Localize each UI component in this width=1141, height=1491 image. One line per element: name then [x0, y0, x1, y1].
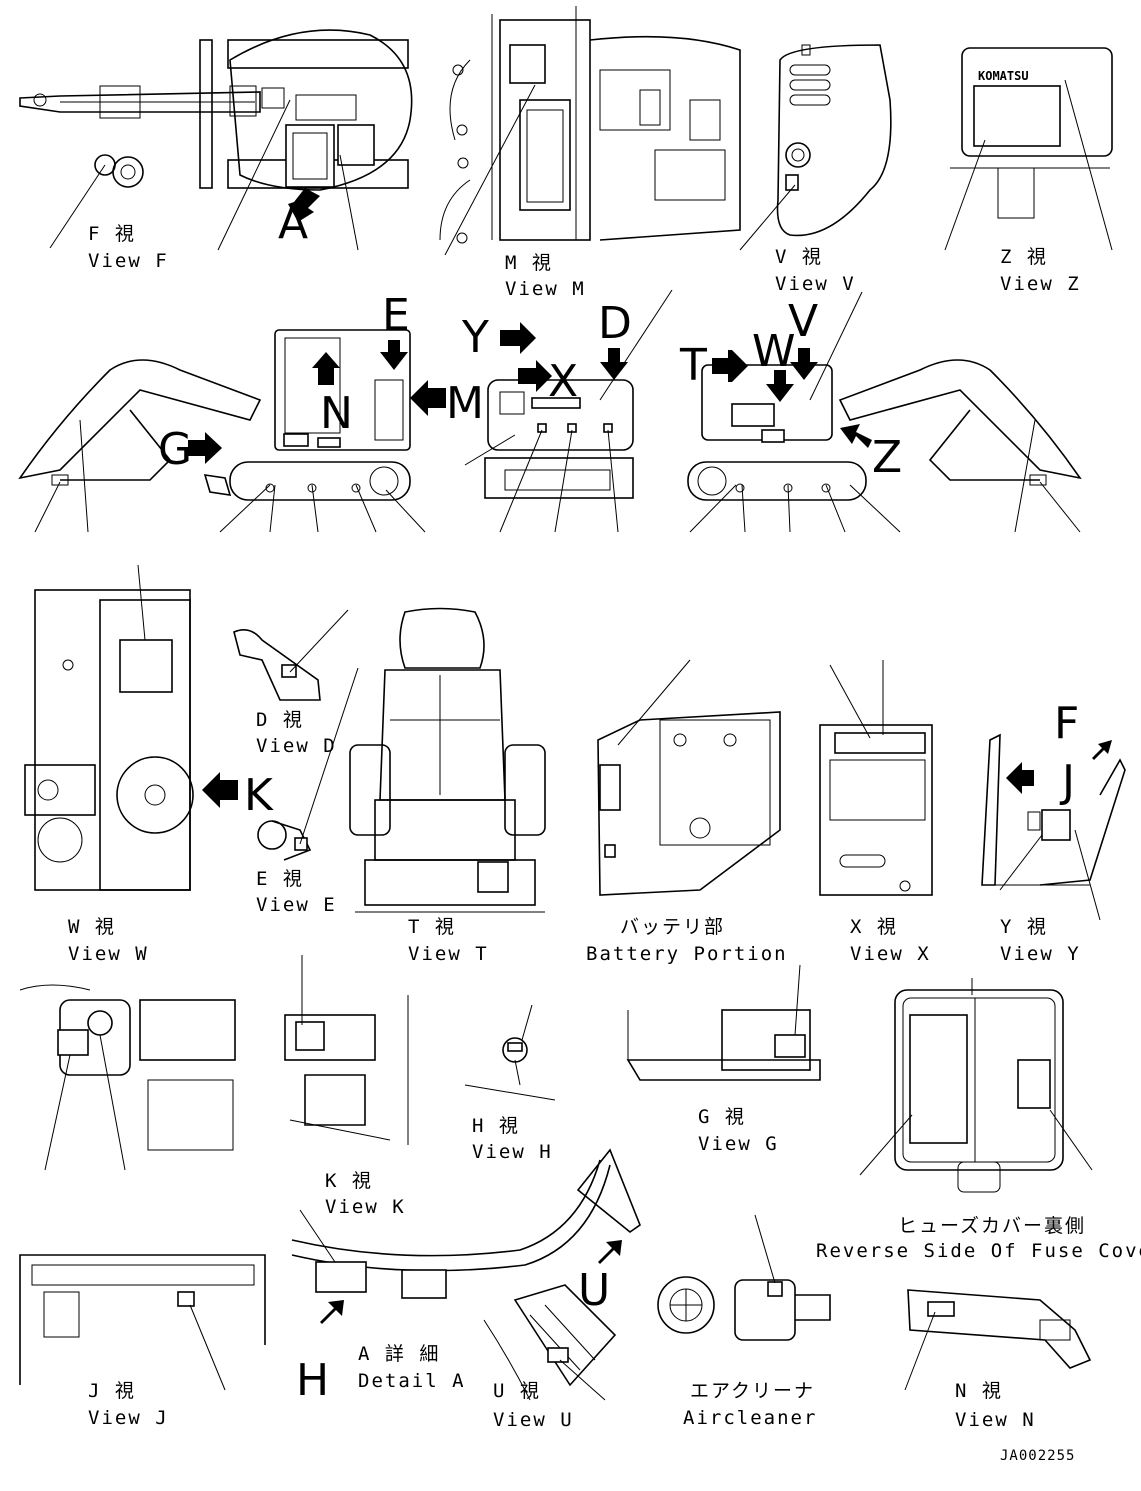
machine-left-side: G N E M — [18, 290, 484, 533]
view-g-en: View G — [698, 1133, 779, 1155]
detail-a-en: Detail A — [358, 1370, 466, 1392]
view-k-jp: K 視 — [325, 1170, 373, 1192]
view-d-jp: D 視 — [256, 709, 304, 731]
machine-rear: Y X D — [461, 289, 673, 533]
view-h-drawing: H 視 View H — [464, 1004, 556, 1163]
view-y-jp: Y 視 — [1000, 916, 1048, 938]
view-t-en: View T — [408, 943, 489, 965]
fuse-en: Reverse Side Of Fuse Cover — [816, 1240, 1141, 1262]
view-n-drawing: N 視 View N — [904, 1289, 1092, 1431]
view-h-en: View H — [472, 1141, 553, 1163]
view-y-en: View Y — [1000, 943, 1081, 965]
detail-a-jp: A 詳 細 — [358, 1343, 440, 1365]
view-n-jp: N 視 — [955, 1380, 1003, 1402]
view-z-en: View Z — [1000, 273, 1081, 295]
fuse-jp: ヒューズカバー裏側 — [898, 1215, 1086, 1237]
view-d-e-drawing: D 視 View D E 視 View E — [233, 609, 359, 916]
callout-v: V — [788, 296, 818, 347]
view-x-jp: X 視 — [850, 916, 898, 938]
view-n-en: View N — [955, 1409, 1036, 1431]
callout-j: J — [1059, 756, 1075, 807]
callout-m: M — [446, 378, 484, 429]
view-k-en: View K — [325, 1196, 406, 1218]
view-z-jp: Z 視 — [1000, 246, 1048, 268]
view-v-en: View V — [775, 273, 856, 295]
aircleaner-en: Aircleaner — [683, 1407, 817, 1429]
view-f-en: View F — [88, 250, 169, 272]
view-v-jp: V 視 — [775, 246, 823, 268]
callout-a: A — [278, 198, 308, 249]
view-t-jp: T 視 — [408, 916, 456, 938]
aircleaner-jp: エアクリーナ — [690, 1380, 815, 1402]
view-z-drawing: KOMATSU Z 視 View Z — [944, 47, 1113, 295]
callout-n: N — [320, 388, 353, 439]
view-u-jp: U 視 — [493, 1380, 541, 1402]
view-m-drawing: M 視 View M — [439, 6, 741, 300]
view-j-drawing: J 視 View J — [19, 1254, 266, 1429]
view-m-jp: M 視 — [505, 252, 553, 274]
view-y-drawing: F J Y 視 View Y — [981, 698, 1126, 965]
view-g-jp: G 視 — [698, 1106, 746, 1128]
view-m-en: View M — [505, 278, 586, 300]
machine-right-side: T W V Z — [679, 291, 1082, 533]
drawing-code: JA002255 — [1000, 1448, 1075, 1464]
view-v-drawing: V 視 View V — [739, 44, 892, 295]
view-j-en: View J — [88, 1407, 169, 1429]
view-e-jp: E 視 — [256, 868, 304, 890]
callout-t: T — [679, 340, 707, 391]
callout-y: Y — [461, 312, 489, 363]
callout-d: D — [598, 298, 632, 349]
battery-en: Battery Portion — [586, 943, 788, 965]
view-u-en: View U — [493, 1409, 574, 1431]
view-t-drawing: T 視 View T — [349, 607, 546, 965]
view-h-jp: H 視 — [472, 1115, 520, 1137]
callout-e: E — [382, 290, 410, 341]
view-w-jp: W 視 — [68, 916, 116, 938]
callout-u: U — [578, 1265, 610, 1316]
callout-x: X — [548, 356, 578, 407]
view-d-en: View D — [256, 735, 337, 757]
view-g-drawing: G 視 View G — [626, 964, 821, 1155]
view-w-drawing: K W 視 View W — [24, 564, 274, 965]
callout-h: H — [296, 1355, 329, 1406]
view-u-drawing: U 視 View U — [483, 1284, 617, 1431]
callout-z: Z — [872, 432, 902, 483]
view-j-jp: J 視 — [88, 1380, 136, 1402]
view-k-drawing: K 視 View K — [284, 955, 409, 1218]
aircleaner-drawing: エアクリーナ Aircleaner — [657, 1214, 831, 1429]
battery-jp: バッテリ部 — [620, 916, 725, 938]
view-x-drawing: X 視 View X — [819, 660, 933, 965]
view-x-en: View X — [850, 943, 931, 965]
fuse-cover-drawing: ヒューズカバー裏側 Reverse Side Of Fuse Cover — [816, 978, 1141, 1262]
view-f-jp: F 視 — [88, 223, 136, 245]
callout-f: F — [1054, 698, 1079, 749]
battery-portion-drawing: バッテリ部 Battery Portion — [586, 659, 788, 965]
top-plan-view: A F 視 View F — [19, 29, 413, 272]
view-w-en: View W — [68, 943, 149, 965]
detail-a-drawing: H U A 詳 細 Detail A — [291, 1148, 641, 1406]
callout-w: W — [752, 326, 796, 377]
unlabelled-detail — [19, 984, 236, 1171]
view-e-en: View E — [256, 894, 337, 916]
callout-k: K — [244, 770, 274, 821]
brand-decal: KOMATSU — [978, 69, 1029, 83]
callout-g: G — [158, 424, 192, 475]
